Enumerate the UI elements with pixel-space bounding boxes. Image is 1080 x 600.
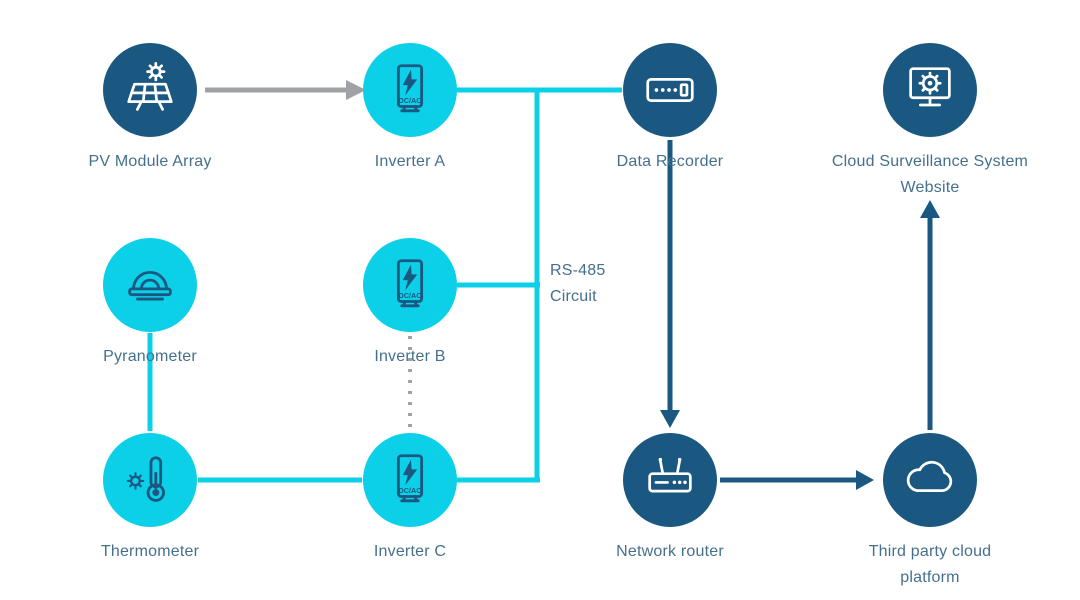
node-label: Third party cloud platform — [868, 543, 992, 586]
inverter-dcac-label: DC/AC — [399, 486, 423, 495]
inverter-icon: DC/AC — [396, 454, 424, 503]
rs485-line1: RS-485 — [550, 262, 606, 279]
node-circle — [103, 433, 197, 527]
rs485-line2: Circuit — [550, 287, 597, 305]
node-label: PV Module Array — [88, 153, 212, 170]
node-label: Cloud Surveillance System Website — [831, 153, 1029, 196]
node-label: Inverter A — [374, 153, 446, 170]
node-pyranometer: Pyranometer — [103, 238, 197, 365]
node-label: Inverter C — [373, 543, 447, 560]
solar-panel-icon — [127, 62, 173, 111]
cloud-to-website-arrowhead — [920, 200, 940, 218]
node-pv-module-array: PV Module Array — [88, 43, 211, 170]
node-circle — [623, 433, 717, 527]
node-cloud-surveillance-website: Cloud Surveillance System Website — [832, 43, 1028, 196]
node-thermometer: Thermometer — [101, 433, 199, 560]
inverter-dcac-label: DC/AC — [399, 291, 423, 300]
inverter-dcac-label: DC/AC — [399, 96, 423, 105]
node-circle: DC/AC — [363, 238, 457, 332]
rs485-circuit-label: RS-485 Circuit — [550, 258, 605, 309]
inverter-icon: DC/AC — [396, 259, 424, 308]
router-to-cloud-arrowhead — [856, 470, 874, 490]
node-circle — [883, 433, 977, 527]
node-circle — [883, 43, 977, 137]
node-data-recorder: Data Recorder — [617, 43, 723, 170]
node-label: Network router — [616, 543, 724, 560]
node-label: Inverter B — [374, 348, 446, 365]
inverter-icon: DC/AC — [396, 64, 424, 113]
cloud-icon — [906, 460, 953, 493]
node-network-router: Network router — [616, 433, 724, 560]
pyranometer-icon — [128, 271, 172, 301]
thermometer-icon — [126, 456, 165, 502]
data-recorder-to-router-arrowhead — [660, 410, 680, 428]
network-router-icon — [648, 457, 692, 493]
monitor-gear-icon — [909, 67, 951, 107]
node-label: Thermometer — [100, 543, 200, 560]
node-third-party-cloud: Third party cloud platform — [869, 433, 991, 586]
node-circle — [103, 238, 197, 332]
node-inverter-b: DC/AC Inverter B — [363, 238, 457, 365]
node-inverter-a: DC/AC Inverter A — [363, 43, 457, 170]
node-label: Pyranometer — [103, 348, 197, 365]
node-circle — [103, 43, 197, 137]
node-label: Data Recorder — [616, 153, 724, 170]
node-circle — [623, 43, 717, 137]
data-recorder-icon — [646, 77, 694, 103]
node-inverter-c: DC/AC Inverter C — [363, 433, 457, 560]
node-circle: DC/AC — [363, 433, 457, 527]
node-circle: DC/AC — [363, 43, 457, 137]
